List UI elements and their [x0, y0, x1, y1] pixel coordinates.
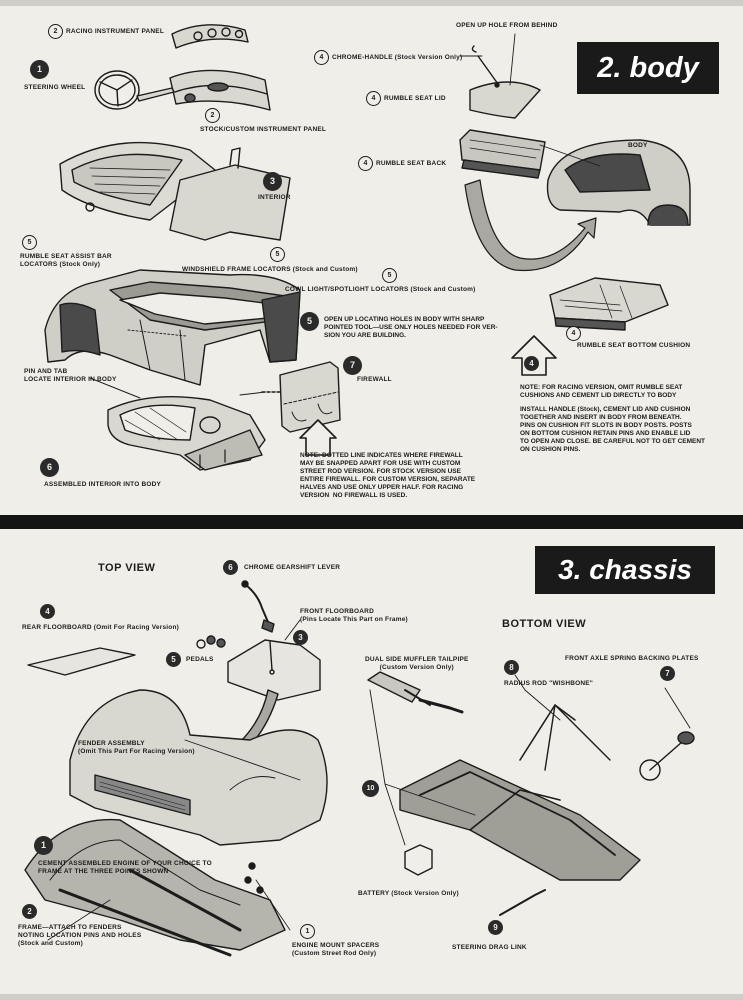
label-battery: BATTERY (Stock Version Only)	[358, 890, 459, 897]
step-1-steering: 1	[30, 60, 49, 79]
label-frame: FRAME—ATTACH TO FENDERS NOTING LOCATION …	[18, 924, 142, 947]
note-open-locating-holes: OPEN UP LOCATING HOLES IN BODY WITH SHAR…	[324, 316, 498, 339]
label-front-floorboard: FRONT FLOORBOARD (Pins Locate This Part …	[300, 608, 408, 623]
chassis-section-header: 3. chassis	[535, 546, 715, 594]
label-rumble-seat-lid: RUMBLE SEAT LID	[384, 95, 446, 102]
step-5-pedals: 5	[166, 652, 181, 667]
label-axle-backing-plates: FRONT AXLE SPRING BACKING PLATES	[565, 655, 699, 662]
step-1-engine-mount: 1	[300, 924, 315, 939]
racing-instrument-panel-drawing	[171, 24, 249, 49]
label-cement-engine: CEMENT ASSEMBLED ENGINE OF YOUR CHOICE T…	[38, 860, 212, 875]
step-7-firewall: 7	[343, 356, 362, 375]
step-5-cowl: 5	[382, 268, 397, 283]
step-3-interior: 3	[263, 172, 282, 191]
chassis-bottom-drawing	[399, 704, 695, 881]
drag-link-drawing	[499, 889, 546, 916]
note-firewall-dotted-line: NOTE: DOTTED LINE INDICATES WHERE FIREWA…	[300, 452, 476, 499]
step-5-windshield: 5	[270, 247, 285, 262]
step-4-rear-floor: 4	[40, 604, 55, 619]
divider-band	[0, 515, 743, 529]
label-muffler-tailpipe: DUAL SIDE MUFFLER TAILPIPE (Custom Versi…	[365, 656, 469, 671]
label-body: BODY	[628, 142, 648, 149]
step-4-cushion: 4	[566, 326, 581, 341]
body-section-header: 2. body	[577, 42, 719, 94]
label-assist-bar-locators: RUMBLE SEAT ASSIST BAR LOCATORS (Stock O…	[20, 253, 112, 268]
step-4-back: 4	[358, 156, 373, 171]
body-rear-drawing	[546, 139, 691, 226]
label-assembled-interior: ASSEMBLED INTERIOR INTO BODY	[44, 481, 162, 488]
front-floorboard-drawing	[227, 639, 321, 701]
label-rumble-seat-bottom-cushion: RUMBLE SEAT BOTTOM CUSHION	[577, 342, 691, 349]
label-firewall: FIREWALL	[357, 376, 392, 383]
leader-pin-tab	[89, 377, 141, 399]
stock-instrument-panel-drawing	[169, 69, 271, 111]
pedals-drawing	[196, 635, 226, 649]
up-arrow-firewall	[299, 419, 337, 456]
label-steering-drag-link: STEERING DRAG LINK	[452, 944, 527, 951]
step-4-lid: 4	[366, 91, 381, 106]
step-6-gearshift: 6	[223, 560, 238, 575]
label-chrome-handle: CHROME-HANDLE (Stock Version Only)	[332, 54, 463, 61]
note-racing-version: NOTE: FOR RACING VERSION, OMIT RUMBLE SE…	[520, 384, 683, 399]
step-6-assembled: 6	[40, 458, 59, 477]
label-interior: INTERIOR	[258, 194, 291, 201]
fender-assembly-drawing	[69, 689, 328, 846]
steering-wheel-drawing	[94, 70, 175, 110]
step-8-radius-rod: 8	[504, 660, 519, 675]
step-4-rumble-arrow: 4	[524, 356, 539, 371]
label-rumble-seat-back: RUMBLE SEAT BACK	[376, 160, 447, 167]
label-cowl-light-locators: COWL LIGHT/SPOTLIGHT LOCATORS (Stock and…	[285, 286, 476, 293]
curved-arrow-icon	[464, 179, 597, 272]
label-stock-custom-panel: STOCK/CUSTOM INSTRUMENT PANEL	[200, 126, 327, 133]
label-windshield-locators: WINDSHIELD FRAME LOCATORS (Stock and Cus…	[182, 266, 358, 273]
interior-drawing	[59, 141, 291, 241]
rumble-cushion-drawing	[549, 277, 669, 331]
muffler-drawing	[367, 671, 464, 714]
step-2-stock-panel: 2	[205, 108, 220, 123]
firewall-drawing	[261, 361, 341, 433]
label-radius-rod: RADIUS ROD "WISHBONE"	[504, 680, 594, 687]
rumble-back-drawing	[459, 129, 546, 179]
rear-floorboard-drawing	[27, 647, 136, 676]
label-gearshift-lever: CHROME GEARSHIFT LEVER	[244, 564, 341, 571]
step-10-muffler: 10	[362, 780, 379, 797]
frame-drawing	[24, 818, 291, 957]
note-install-handle: INSTALL HANDLE (Stock), CEMENT LID AND C…	[520, 406, 706, 453]
step-4-handle: 4	[314, 50, 329, 65]
step-3-front-floor: 3	[293, 630, 308, 645]
label-pin-and-tab: PIN AND TAB LOCATE INTERIOR IN BODY	[24, 368, 117, 383]
body-shell-drawing	[44, 269, 301, 386]
fold-line-bottom	[0, 994, 743, 1000]
step-2-frame: 2	[22, 904, 37, 919]
step-7-axle: 7	[660, 666, 675, 681]
assembled-interior-drawing	[107, 395, 266, 471]
step-1-engine: 1	[34, 836, 53, 855]
up-arrow-rumble	[511, 335, 557, 376]
label-steering-wheel: STEERING WHEEL	[24, 84, 86, 91]
step-5-open-holes: 5	[300, 312, 319, 331]
battery-drawing	[404, 844, 433, 876]
label-racing-instrument-panel: RACING INSTRUMENT PANEL	[66, 28, 165, 35]
label-engine-mount-spacers: ENGINE MOUNT SPACERS (Custom Street Rod …	[292, 942, 380, 957]
step-5-assist-bar: 5	[22, 235, 37, 250]
step-2-racing-panel: 2	[48, 24, 63, 39]
label-open-hole-from-behind: OPEN UP HOLE FROM BEHIND	[456, 22, 558, 29]
bottom-view-title: BOTTOM VIEW	[502, 618, 587, 630]
top-view-title: TOP VIEW	[98, 562, 156, 574]
rumble-lid-drawing	[469, 45, 541, 119]
step-9-drag-link: 9	[488, 920, 503, 935]
label-pedals: PEDALS	[186, 656, 214, 663]
label-rear-floorboard: REAR FLOORBOARD (Omit For Racing Version…	[22, 624, 179, 631]
label-fender-assembly: FENDER ASSEMBLY (Omit This Part For Raci…	[78, 740, 195, 755]
gearshift-drawing	[241, 580, 275, 633]
fold-line-top	[0, 0, 743, 6]
